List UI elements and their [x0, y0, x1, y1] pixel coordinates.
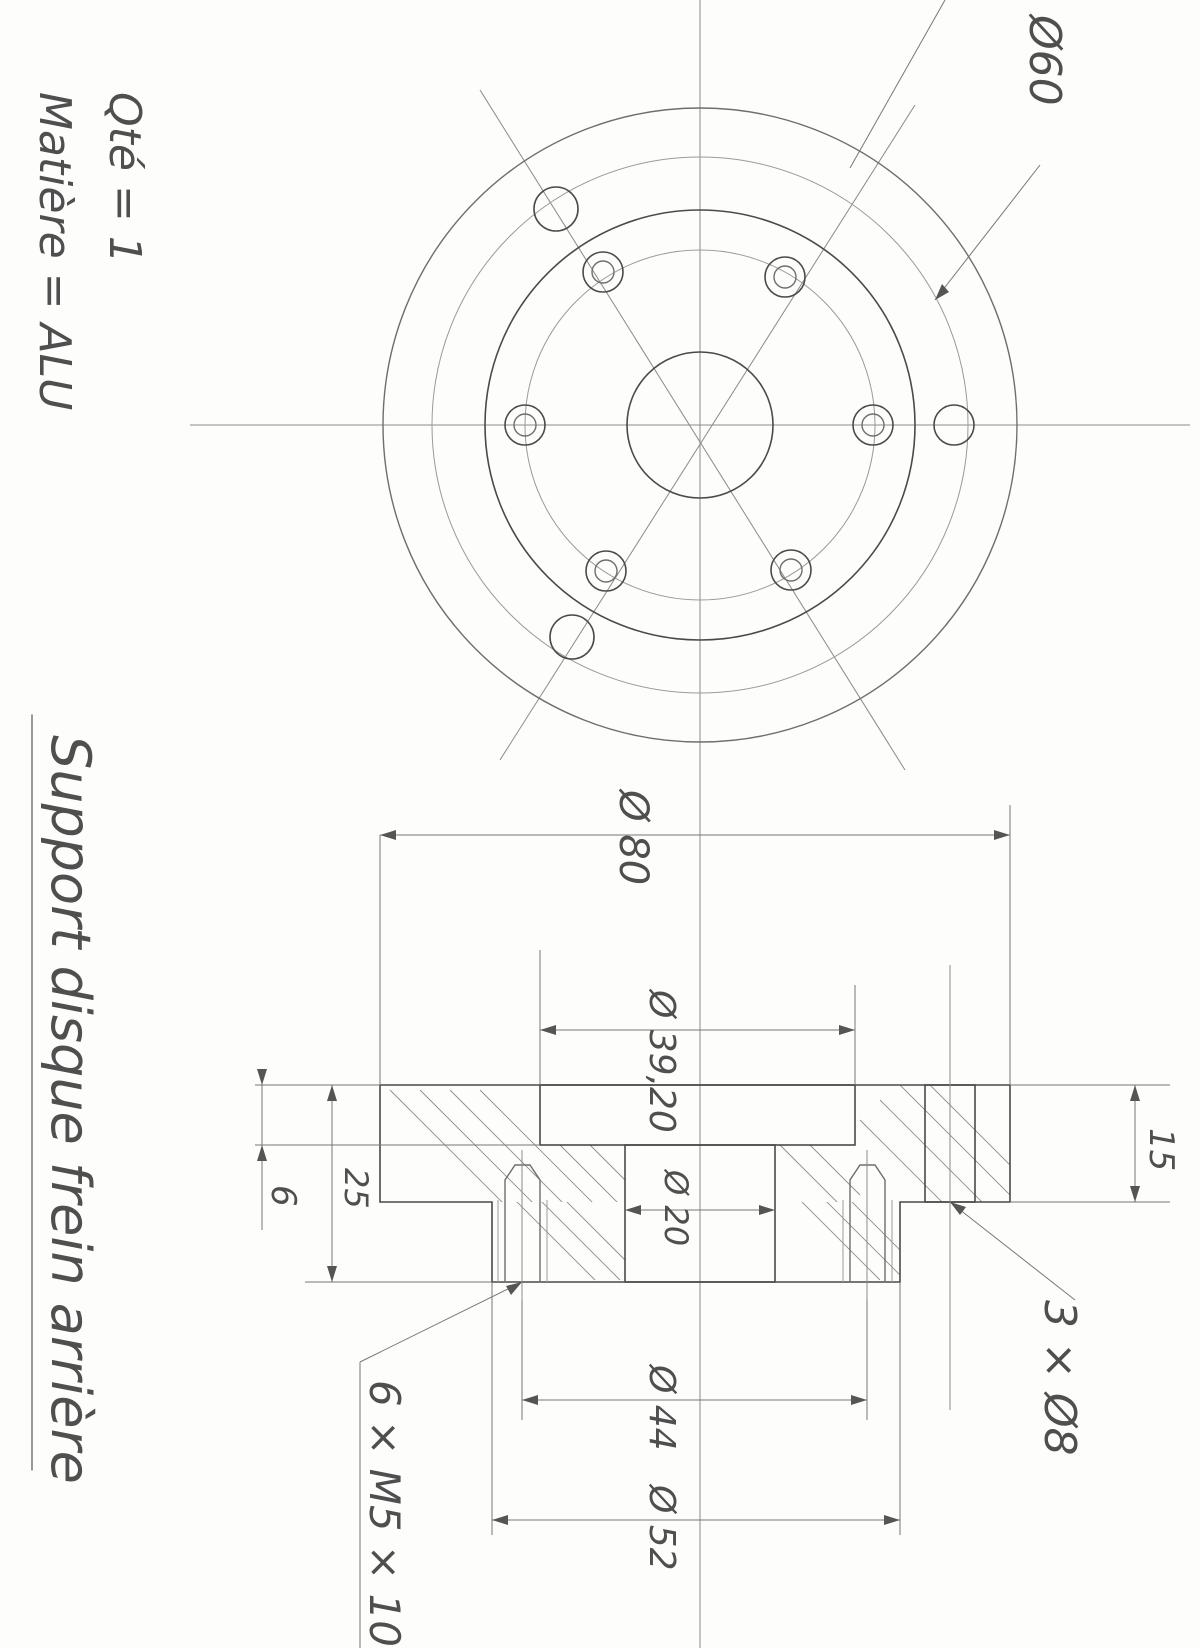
h25-label: 25: [337, 1168, 375, 1209]
section-tapped-hole-right: [842, 1150, 893, 1300]
d60-leader-arrow: [935, 284, 949, 300]
dim-d52: [491, 1282, 901, 1535]
through-hole-2: [933, 404, 975, 446]
d44-label: Ø 44: [641, 1363, 682, 1451]
section-recess: [539, 1084, 856, 1146]
d60-leader-lower: [934, 164, 1041, 301]
leader-tapped-m5: [359, 1281, 523, 1648]
d60-label: Ø60: [1019, 13, 1070, 106]
tapped-hole-2-core: [773, 265, 797, 289]
hatching-flange: [389, 1085, 1010, 1202]
dim-d80: [379, 805, 1011, 1085]
d20-label: Ø 20: [657, 1168, 695, 1246]
dim-d39-20: [539, 950, 856, 1085]
section-view: [255, 780, 1170, 1648]
dim-d20: [625, 1205, 775, 1215]
d39-20-label: Ø 39,20: [641, 988, 682, 1133]
holes-d8-label: 3 × Ø8: [1034, 1300, 1085, 1455]
diagonal-center-line-b: [499, 104, 916, 761]
h15-label: 15: [1141, 1128, 1181, 1171]
dim-15: [1010, 1084, 1170, 1203]
tapped-hole-6-core: [779, 558, 803, 582]
dim-d44: [521, 1300, 868, 1420]
tapped-hole-pitch-circle: [524, 249, 876, 601]
tapped-hole-5: [585, 550, 627, 592]
d52-label: Ø 52: [641, 1483, 682, 1571]
section-tapped-hole-left: [497, 1150, 548, 1300]
tapped-holes: [504, 251, 894, 592]
tapped-m5-label: 6 × M5 × 10: [360, 1380, 409, 1647]
dim-6: [255, 1069, 540, 1230]
tapped-hole-1: [582, 251, 624, 293]
through-hole-3: [549, 614, 595, 660]
d60-leader-upper: [849, 0, 946, 169]
tapped-hole-3-core: [513, 413, 537, 437]
dim-25: [305, 1085, 492, 1283]
tapped-hole-1-core: [591, 260, 615, 284]
d80-label: Ø 80: [610, 788, 656, 885]
outer-flange-circle: [382, 107, 1018, 743]
tapped-hole-2: [764, 256, 806, 298]
tapped-hole-4: [852, 404, 894, 446]
quantity-label: Qté = 1: [99, 92, 150, 264]
tapped-hole-6: [770, 549, 812, 591]
material-label: Matière = ALU: [29, 92, 80, 410]
outer-bolt-circle: [431, 156, 969, 694]
top-view: [190, 0, 1190, 820]
inner-recess-circle: [484, 209, 916, 641]
title-block: Qté = 1 Matière = ALU Support disque fre…: [29, 92, 150, 1484]
central-bore-circle: [626, 351, 774, 499]
through-hole-1: [533, 186, 579, 232]
part-name-label: Support disque frein arrière: [39, 735, 102, 1484]
h6-label: 6: [263, 1185, 303, 1207]
tapped-hole-5-core: [594, 559, 618, 583]
leader-holes-d8: [949, 1201, 1076, 1301]
tapped-hole-4-core: [861, 413, 885, 437]
section-bore: [624, 1144, 776, 1283]
tapped-hole-3: [504, 404, 546, 446]
dimension-labels: Ø60 Ø 80 Ø 39,20 Ø 20 Ø 44 Ø 52 15 6 25 …: [263, 13, 1181, 1647]
